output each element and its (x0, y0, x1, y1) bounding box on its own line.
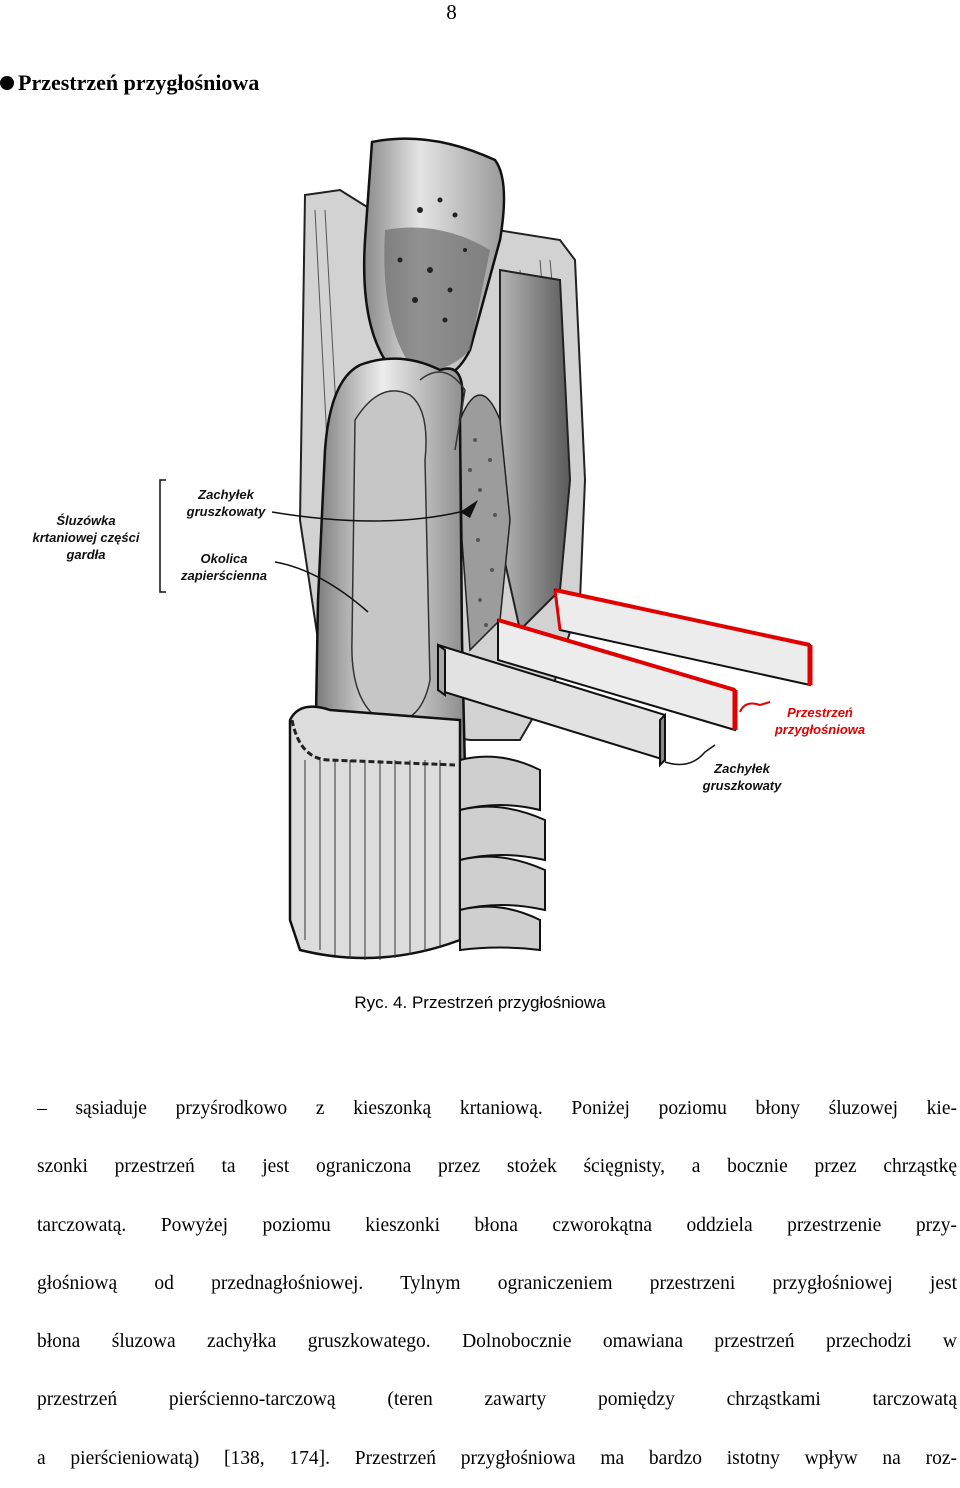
page-number: 8 (446, 0, 457, 24)
label-postcricoid: Okolica zapierścienna (181, 551, 267, 583)
text-line: przestrzeń pierścienno-tarczową (teren z… (37, 1389, 957, 1411)
leader-postcricoid (274, 561, 369, 613)
figure-caption: Ryc. 4. Przestrzeń przygłośniowa (354, 993, 606, 1012)
section-heading: Przestrzeń przygłośniowa (0, 70, 259, 96)
piriform-sinus-texture (459, 394, 511, 652)
label-piriform-left: Zachyłek gruszkowaty (186, 487, 266, 519)
leader-piriform (271, 511, 461, 522)
paraglottic-brace (739, 701, 771, 713)
piriform-brace (664, 744, 716, 766)
slice-plate-red-2 (553, 588, 813, 687)
label-piriform-right: Zachyłek gruszkowaty (702, 761, 782, 793)
bullet-icon (0, 76, 14, 90)
body-text: – sąsiaduje przyśrodkowo z kieszonką krt… (37, 1080, 957, 1488)
text-line: głośniową od przednagłośniowej. Tylnym o… (37, 1272, 957, 1294)
slice-plate-grey (437, 643, 666, 768)
text-line: tarczowatą. Powyżej poziomu kieszonki bł… (37, 1214, 957, 1236)
text-line: błona śluzowa zachyłka gruszkowatego. Do… (37, 1331, 957, 1353)
label-bracket (159, 479, 166, 593)
text-line: – sąsiaduje przyśrodkowo z kieszonką krt… (37, 1098, 957, 1119)
anatomy-figure: Śluzówka krtaniowej części gardła Zachył… (0, 120, 960, 990)
label-mucosa: Śluzówka krtaniowej części gardła (32, 513, 140, 562)
trachea (459, 755, 546, 952)
larynx-illustration (159, 137, 813, 960)
esophagus (288, 705, 462, 960)
thyroid-cartilage (499, 268, 572, 632)
slice-plate-red-1 (497, 618, 738, 732)
label-paraglottic: Przestrzeń przygłośniowa (774, 705, 866, 737)
text-line: szonki przestrzeń ta jest ograniczona pr… (37, 1156, 957, 1178)
text-line: a pierścieniowatą) [138, 174]. Przestrze… (37, 1447, 957, 1469)
section-title: Przestrzeń przygłośniowa (18, 70, 260, 95)
